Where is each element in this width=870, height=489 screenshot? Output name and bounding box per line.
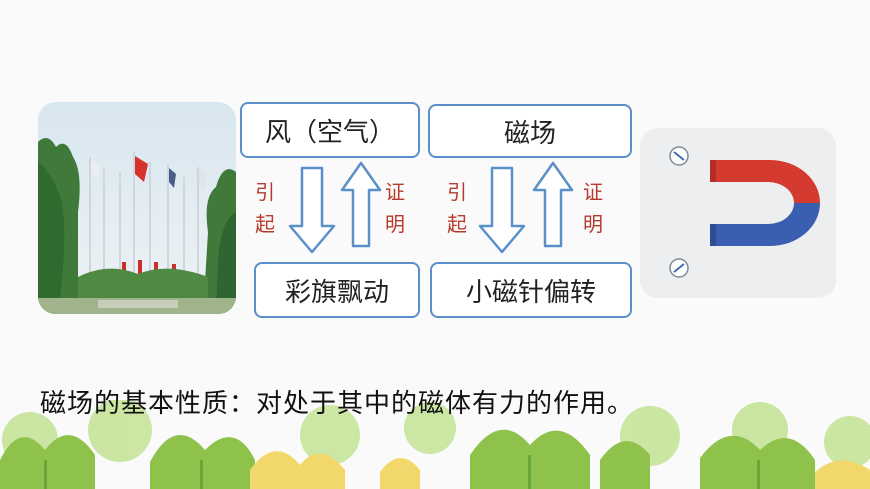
left-down-arrow <box>288 166 336 254</box>
left-prove-label: 证明 <box>385 180 405 236</box>
magnetic-field-box: 磁场 <box>428 104 632 158</box>
magnet-photo <box>640 128 836 298</box>
flags-photo <box>38 102 236 314</box>
trees-decoration <box>0 400 870 489</box>
flag-waving-label: 彩旗飘动 <box>284 277 389 308</box>
right-down-arrow <box>478 166 526 254</box>
property-statement: 磁场的基本性质：对处于其中的磁体有力的作用。 <box>40 389 635 419</box>
right-cause-label: 引起 <box>447 180 467 236</box>
wind-box: 风（空气） <box>240 102 420 158</box>
needle-deflect-box: 小磁针偏转 <box>430 262 632 318</box>
magnetic-field-label: 磁场 <box>503 118 556 149</box>
wind-label: 风（空气） <box>264 117 395 148</box>
right-up-arrow <box>532 161 574 248</box>
left-cause-label: 引起 <box>255 180 275 236</box>
needle-deflect-label: 小磁针偏转 <box>465 277 596 308</box>
right-prove-label: 证明 <box>583 180 603 236</box>
flag-waving-box: 彩旗飘动 <box>254 262 420 318</box>
left-up-arrow <box>340 161 382 248</box>
